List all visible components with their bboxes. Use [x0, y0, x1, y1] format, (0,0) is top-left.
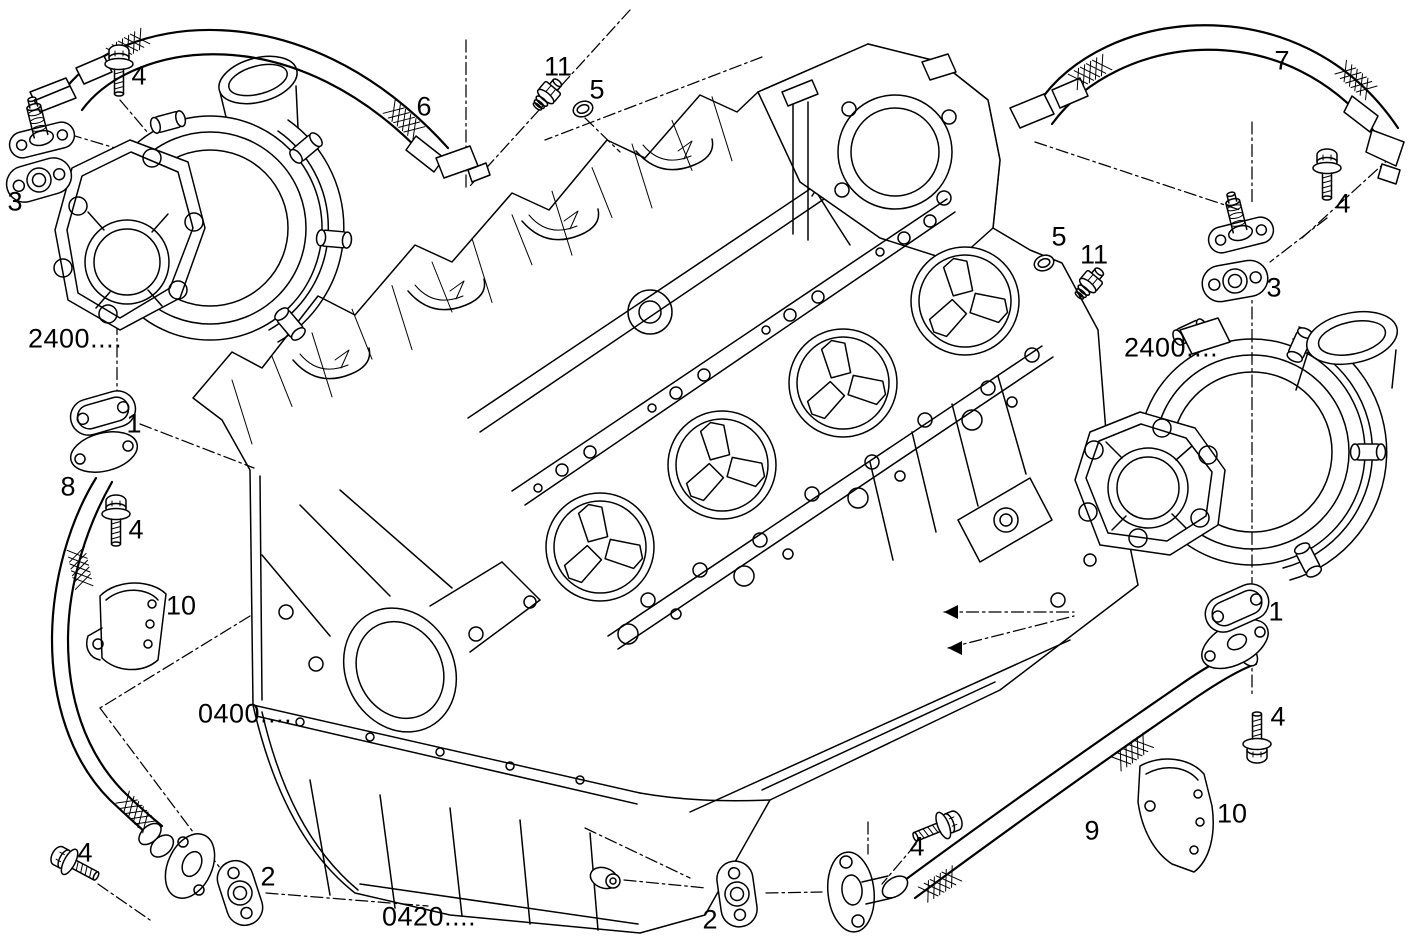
- ref-code: 0400....: [198, 698, 293, 729]
- engine-block: [192, 43, 1139, 934]
- clamp-bolt: [289, 132, 323, 164]
- hose-6: [29, 28, 491, 183]
- cylinder-bore: [545, 492, 655, 602]
- braid-section: [115, 790, 157, 834]
- callout-5: 5: [589, 74, 605, 105]
- clamp-bolt: [149, 110, 187, 134]
- cylinder-bore: [667, 410, 777, 520]
- hose-8: [50, 431, 216, 899]
- callout-1: 1: [126, 408, 142, 439]
- callout-2: 2: [702, 904, 718, 935]
- gasket-1: [1204, 583, 1270, 633]
- gasket-3: [1201, 259, 1269, 303]
- braid-section: [917, 865, 963, 903]
- gasket-3: [5, 157, 73, 203]
- bolt-part-4: [101, 494, 131, 547]
- bolt-part-4: [104, 44, 134, 97]
- block-front-face: [259, 475, 541, 733]
- cylinder-bores: [545, 246, 1020, 602]
- ref-code: 2400....: [1124, 332, 1219, 363]
- o-ring-part-5: [572, 100, 594, 118]
- turbocharger-left: [53, 55, 353, 343]
- braid-section: [1334, 59, 1378, 101]
- callout-8: 8: [60, 471, 76, 502]
- callout-3: 3: [7, 186, 23, 217]
- vband-bolts-left: [149, 110, 353, 341]
- callout-4: 4: [1335, 188, 1351, 219]
- bolt-part-4: [1242, 711, 1272, 764]
- oil-feed-union: [1207, 191, 1275, 254]
- oil-feed-union: [8, 96, 76, 159]
- callout-10: 10: [1216, 798, 1248, 829]
- clamp-bolt: [274, 307, 306, 341]
- callout-4: 4: [77, 837, 93, 868]
- cylinder-bore: [910, 246, 1020, 356]
- callout-3: 3: [1266, 272, 1282, 303]
- front-cover: [757, 43, 1001, 263]
- bolt-part-4: [50, 845, 100, 881]
- heat-shield-left: [86, 582, 167, 671]
- oil-hoses: [29, 24, 1405, 933]
- hose-7: [1009, 24, 1405, 185]
- clamp-bolt: [1293, 542, 1323, 578]
- braid-section: [1067, 53, 1113, 91]
- intake-manifold-ribs: [231, 96, 733, 445]
- deck-bolt-holes: [533, 214, 1097, 645]
- front-cover-ring: [837, 94, 953, 210]
- callout-11: 11: [543, 51, 573, 82]
- oil-pan: [252, 704, 771, 931]
- callout-5: 5: [1051, 221, 1067, 252]
- gasket-2: [216, 859, 264, 927]
- gasket-2: [716, 860, 758, 928]
- bolt-part-4: [1312, 148, 1342, 201]
- fitting-part-11: [1074, 267, 1105, 300]
- clamp-bolt: [1349, 443, 1387, 461]
- braided-sections: [66, 27, 1378, 903]
- block-right-skirt: [689, 375, 1071, 813]
- callout-4: 4: [131, 60, 147, 91]
- braid-section: [66, 546, 94, 590]
- callout-4: 4: [909, 831, 925, 862]
- heat-shield-right: [1137, 758, 1214, 873]
- cylinder-bore: [788, 328, 898, 438]
- callout-11: 11: [1079, 239, 1109, 270]
- clamp-bolt: [315, 229, 353, 249]
- callout-10: 10: [165, 590, 197, 621]
- pan-drain-boss: [589, 866, 621, 890]
- callout-1: 1: [1268, 596, 1284, 627]
- callout-7: 7: [1274, 45, 1290, 76]
- callout-6: 6: [416, 91, 432, 122]
- small-parts: [5, 44, 1342, 928]
- callout-4: 4: [128, 514, 144, 545]
- gasket-1: [69, 390, 137, 436]
- callout-2: 2: [260, 861, 276, 892]
- ref-code: 2400....: [28, 323, 123, 354]
- fitting-part-11: [532, 78, 563, 111]
- intake-ports: [292, 138, 714, 380]
- cylinder-deck: [511, 198, 1054, 650]
- ref-code: 0420....: [382, 901, 477, 932]
- bolt-part-4: [912, 810, 963, 842]
- callout-4: 4: [1270, 701, 1286, 732]
- braid-section: [382, 99, 426, 141]
- callout-9: 9: [1084, 815, 1100, 846]
- o-ring-part-5: [1033, 254, 1055, 272]
- braid-section: [1110, 732, 1154, 772]
